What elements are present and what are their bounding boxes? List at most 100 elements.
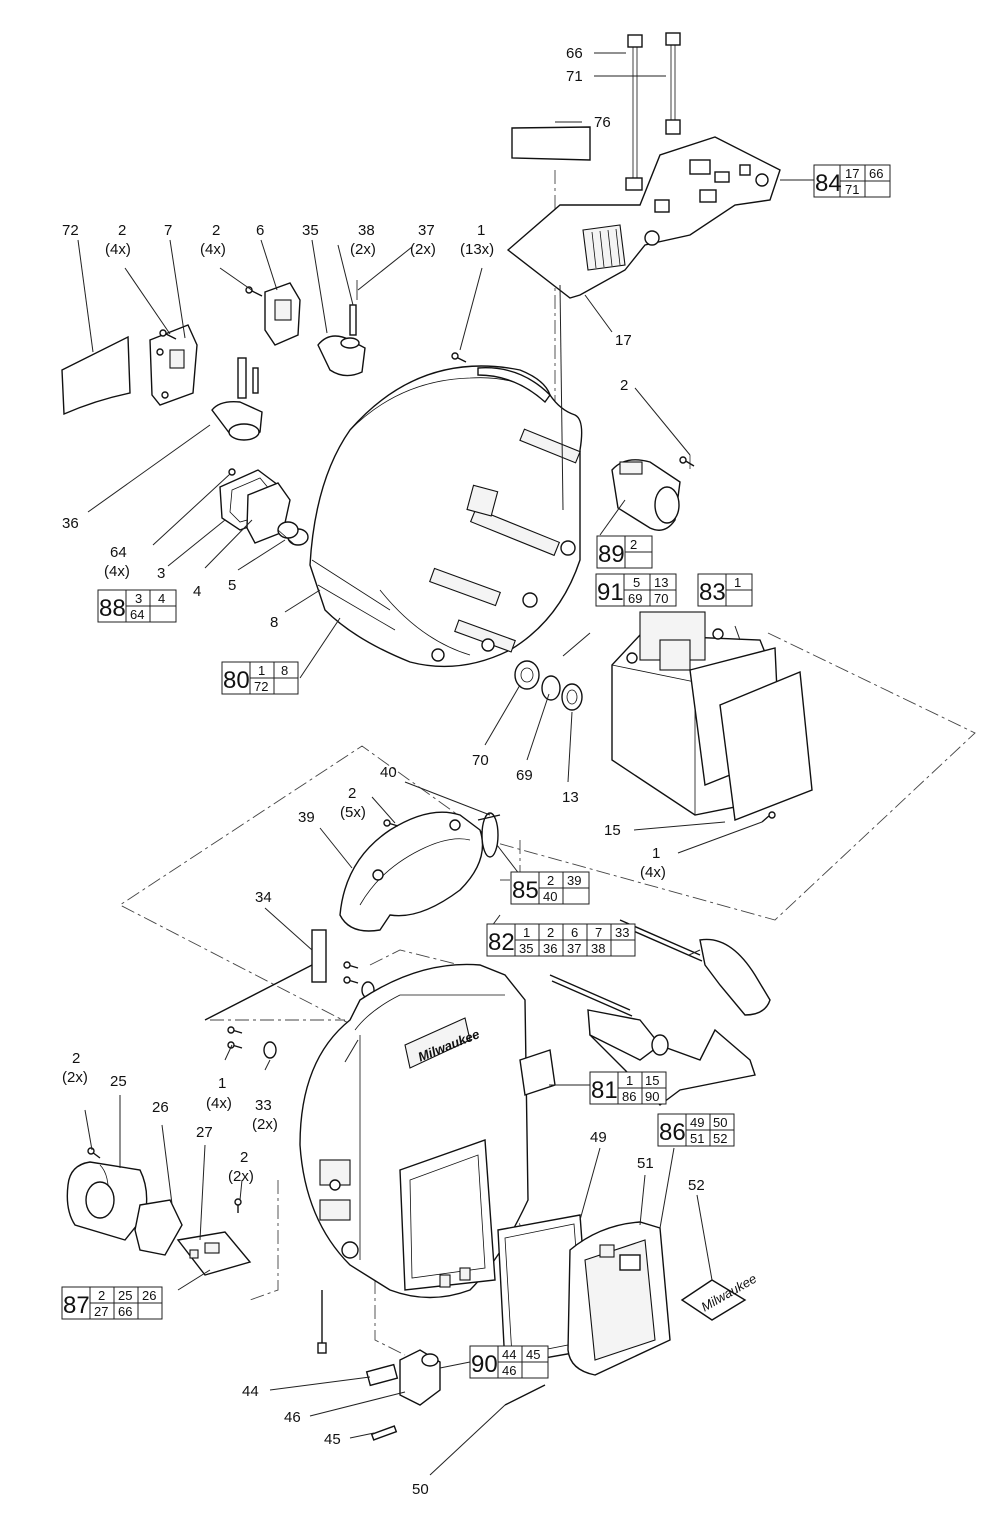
svg-text:38: 38 <box>591 941 605 956</box>
screw-1 <box>761 811 776 823</box>
svg-text:35: 35 <box>519 941 533 956</box>
screw-2d <box>383 819 399 827</box>
base-housing: Milwaukee <box>299 963 556 1299</box>
svg-text:85: 85 <box>512 877 539 904</box>
callout-1a-qty: (13x) <box>460 241 494 258</box>
svg-text:40: 40 <box>543 889 557 904</box>
kit-81: 81 1 15 86 90 <box>589 1071 667 1105</box>
cable-71 <box>665 32 681 135</box>
washer-70 <box>514 660 540 690</box>
battery-door <box>567 1221 671 1376</box>
callout-70: 70 <box>472 752 489 769</box>
bracket-plate <box>149 324 198 406</box>
svg-text:45: 45 <box>526 1347 540 1362</box>
svg-text:37: 37 <box>567 941 581 956</box>
svg-text:3: 3 <box>135 591 142 606</box>
callout-8: 8 <box>270 614 278 631</box>
svg-text:26: 26 <box>142 1288 156 1303</box>
hinge-bracket <box>264 282 301 346</box>
screws-1c <box>227 961 359 1049</box>
svg-text:89: 89 <box>598 541 625 568</box>
callout-2a: 2 <box>118 222 126 239</box>
callout-76: 76 <box>594 114 611 131</box>
thermal-pad <box>511 126 591 161</box>
screw <box>159 286 695 467</box>
callout-5: 5 <box>228 577 236 594</box>
svg-text:25: 25 <box>118 1288 132 1303</box>
callout-37-qty: (2x) <box>410 241 436 258</box>
callout-35: 35 <box>302 222 319 239</box>
carry-handle <box>549 919 771 1106</box>
callout-2e: 2 <box>72 1050 80 1067</box>
svg-text:70: 70 <box>654 591 668 606</box>
label-sticker <box>61 335 131 416</box>
callout-2b: 2 <box>212 222 220 239</box>
svg-text:2: 2 <box>547 925 554 940</box>
callout-52: 52 <box>688 1177 705 1194</box>
svg-text:83: 83 <box>699 579 726 606</box>
callout-2d-qty: (5x) <box>340 804 366 821</box>
kit-80: 80 1 8 72 <box>221 661 299 695</box>
retaining-ring <box>541 675 561 701</box>
screw-2f <box>234 1198 242 1213</box>
drum-rollers <box>429 428 581 662</box>
callout-26: 26 <box>152 1099 169 1116</box>
callout-2f: 2 <box>240 1149 248 1166</box>
svg-text:82: 82 <box>488 929 515 956</box>
callout-2d: 2 <box>348 785 356 802</box>
small-pcb <box>176 1231 252 1276</box>
callout-33-qty: (2x) <box>252 1116 278 1133</box>
callout-15: 15 <box>604 822 621 839</box>
kit-87: 87 2 25 26 27 66 <box>61 1286 163 1320</box>
bearing-13 <box>561 683 583 711</box>
callout-37: 37 <box>418 222 435 239</box>
callout-36: 36 <box>62 515 79 532</box>
svg-text:1: 1 <box>258 663 265 678</box>
gasket-15-inner <box>719 670 813 821</box>
kit-86: 86 49 50 51 52 <box>657 1113 735 1147</box>
svg-text:91: 91 <box>597 579 624 606</box>
clip-40 <box>477 812 501 858</box>
washer-70-hole <box>520 667 534 683</box>
svg-text:81: 81 <box>591 1077 618 1104</box>
svg-text:84: 84 <box>815 170 842 197</box>
callout-66: 66 <box>566 45 583 62</box>
svg-text:66: 66 <box>118 1304 132 1319</box>
callout-2b-qty: (4x) <box>200 241 226 258</box>
callout-17: 17 <box>615 332 632 349</box>
svg-text:17: 17 <box>845 166 859 181</box>
svg-text:1: 1 <box>523 925 530 940</box>
callout-46: 46 <box>284 1409 301 1426</box>
callout-44: 44 <box>242 1383 259 1400</box>
callout-49: 49 <box>590 1129 607 1146</box>
connector-46 <box>399 1349 441 1406</box>
callout-69: 69 <box>516 767 533 784</box>
kit-84: 84 17 66 71 <box>813 164 891 198</box>
callout-64: 64 <box>110 544 127 561</box>
kit-90: 90 44 45 46 <box>469 1345 549 1379</box>
svg-text:5: 5 <box>633 575 640 590</box>
kit-91: 91 5 13 69 70 <box>595 573 677 607</box>
svg-text:2: 2 <box>547 873 554 888</box>
callout-64-qty: (4x) <box>104 563 130 580</box>
svg-text:80: 80 <box>223 667 250 694</box>
callout-1a: 1 <box>477 222 485 239</box>
svg-text:7: 7 <box>595 925 602 940</box>
svg-text:36: 36 <box>543 941 557 956</box>
callout-2a-qty: (4x) <box>105 241 131 258</box>
kit-82: 82 1 2 6 7 33 35 36 37 38 <box>486 923 636 957</box>
connector-plug <box>277 521 309 546</box>
svg-text:69: 69 <box>628 591 642 606</box>
callout-1c-qty: (4x) <box>206 1095 232 1112</box>
callout-1b-qty: (4x) <box>640 864 666 881</box>
kit-89: 89 2 <box>596 535 653 569</box>
svg-text:39: 39 <box>567 873 581 888</box>
callout-1c: 1 <box>218 1075 226 1092</box>
kit-83: 83 1 <box>697 573 753 607</box>
logo-plate <box>404 1017 471 1069</box>
svg-text:49: 49 <box>690 1115 704 1130</box>
callout-4: 4 <box>193 583 201 600</box>
callout-45: 45 <box>324 1431 341 1448</box>
callout-25: 25 <box>110 1073 127 1090</box>
